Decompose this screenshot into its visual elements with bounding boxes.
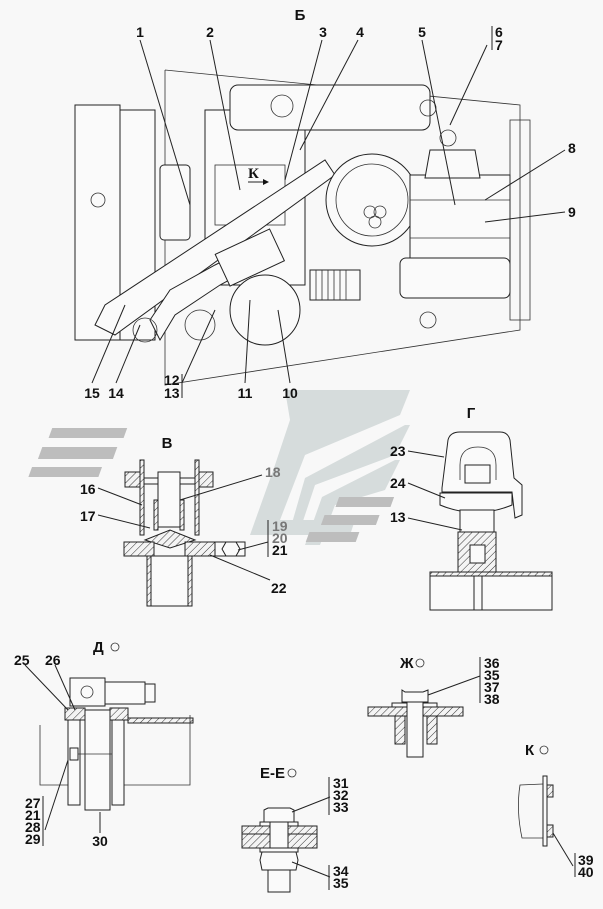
detail-g-callouts: 23 24 13 [390, 443, 463, 531]
view-title-g: Г [467, 405, 476, 422]
callout-23: 23 [390, 443, 406, 459]
callout-7: 7 [495, 37, 503, 53]
callout-29: 29 [25, 831, 41, 847]
callout-20: 20 [272, 530, 288, 546]
main-view-engine: Б [74, 7, 531, 386]
callout-12: 12 [164, 372, 180, 388]
callout-27: 27 [25, 795, 41, 811]
callout-35b: 35 [333, 875, 349, 891]
callout-15: 15 [84, 385, 100, 401]
callout-1: 1 [136, 24, 144, 40]
callout-36: 36 [484, 655, 500, 671]
callout-17: 17 [80, 508, 96, 524]
main-callout-leaders [91, 39, 566, 384]
rotated-mark-icon [110, 642, 120, 652]
callout-19: 19 [272, 518, 288, 534]
corrugated-hose [309, 269, 361, 301]
view-title-zh: Ж [399, 655, 414, 672]
detail-view-zh: Ж [367, 655, 464, 758]
callout-21: 21 [272, 542, 288, 558]
rotated-mark-icon [539, 745, 549, 755]
intake-pipe [94, 159, 336, 336]
rotated-mark-icon [415, 658, 425, 668]
view-title-d: Д [93, 639, 104, 656]
detail-view-ee: Е-Е [241, 765, 318, 893]
callout-9: 9 [568, 204, 576, 220]
callout-21b: 21 [25, 807, 41, 823]
callout-31: 31 [333, 775, 349, 791]
detail-view-g: Г [429, 405, 553, 611]
view-title-v: В [162, 435, 173, 452]
callout-28: 28 [25, 819, 41, 835]
detail-zh-callouts: 36 35 37 38 [427, 655, 500, 707]
callout-34: 34 [333, 863, 349, 879]
callout-25: 25 [14, 652, 30, 668]
air-filter-housing [325, 153, 419, 247]
callout-30: 30 [92, 833, 108, 849]
callout-32: 32 [333, 787, 349, 803]
callout-4: 4 [356, 24, 364, 40]
detail-view-d: Д [39, 639, 194, 811]
watermark-logo [28, 390, 410, 545]
callout-33: 33 [333, 799, 349, 815]
callout-2: 2 [206, 24, 214, 40]
detail-view-v: В [123, 435, 246, 607]
detail-d-callouts: 25 26 27 21 28 29 30 [14, 652, 108, 849]
main-callout-labels: 1 2 3 4 5 6 7 8 9 15 14 12 13 11 10 [84, 24, 576, 401]
view-title-k: К [525, 742, 535, 759]
callout-10: 10 [282, 385, 298, 401]
callout-37: 37 [484, 679, 500, 695]
section-marker-k: К [248, 166, 259, 182]
callout-13b: 13 [390, 509, 406, 525]
callout-8: 8 [568, 140, 576, 156]
callout-22: 22 [271, 580, 287, 596]
callout-13: 13 [164, 385, 180, 401]
detail-v-callouts: 16 17 18 19 20 21 22 [80, 464, 288, 596]
callout-6: 6 [495, 24, 503, 40]
callout-39: 39 [578, 852, 594, 868]
detail-k-callouts: 39 40 [552, 832, 594, 880]
view-title-b: Б [295, 7, 306, 24]
callout-18: 18 [265, 464, 281, 480]
detail-ee-callouts: 31 32 33 34 35 [291, 775, 349, 891]
callout-5: 5 [418, 24, 426, 40]
callout-3: 3 [319, 24, 327, 40]
callout-11: 11 [238, 385, 253, 401]
callout-16: 16 [80, 481, 96, 497]
callout-40: 40 [578, 864, 594, 880]
callout-26: 26 [45, 652, 61, 668]
callout-35: 35 [484, 667, 500, 683]
callout-38: 38 [484, 691, 500, 707]
callout-14: 14 [108, 385, 124, 401]
rotated-mark-icon [287, 768, 297, 778]
callout-24: 24 [390, 475, 406, 491]
view-title-ee: Е-Е [260, 765, 285, 782]
detail-view-k: К [518, 742, 554, 847]
